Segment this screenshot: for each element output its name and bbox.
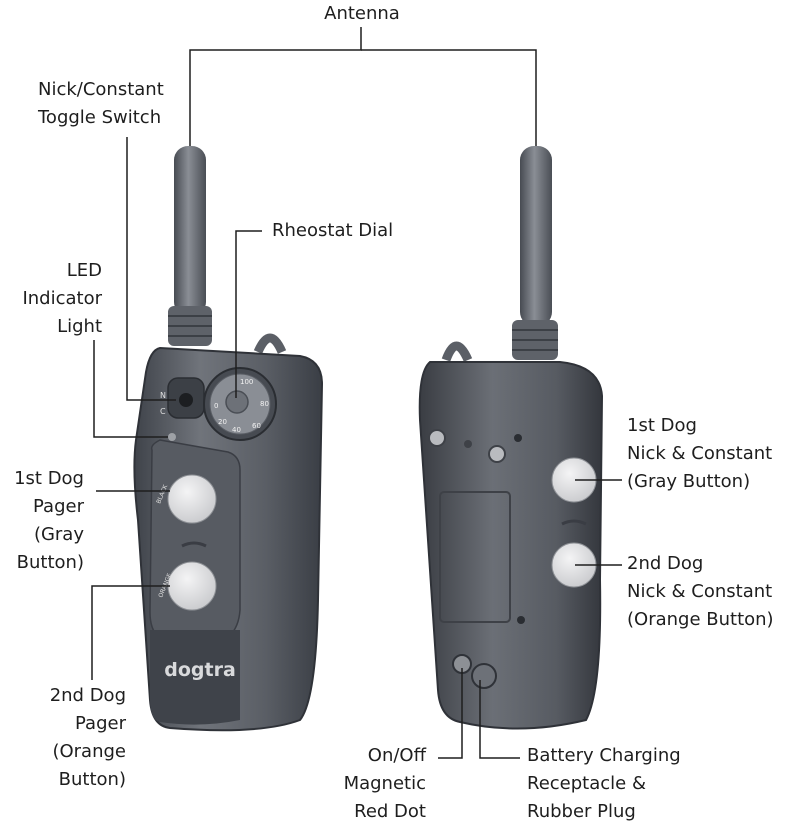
- leader-second-pager: [91, 585, 170, 680]
- screw-right: [488, 445, 506, 463]
- front-grip: [150, 630, 240, 725]
- leader-magnetic: [438, 668, 463, 759]
- leader-dial: [235, 230, 262, 398]
- label-led-light: LED Indicator Light: [22, 260, 102, 337]
- front-antenna: [174, 146, 206, 316]
- back-antenna: [520, 146, 552, 326]
- label-rheostat-dial: Rheostat Dial: [272, 220, 394, 241]
- back-transmitter: [418, 146, 604, 730]
- leader-led: [93, 340, 168, 438]
- leader-charging: [479, 680, 520, 759]
- first-dog-pager-button: [167, 474, 217, 524]
- dial-mark-20: 20: [218, 418, 227, 426]
- label-first-dog-pager: 1st Dog Pager (Gray Button): [14, 468, 84, 573]
- label-on-off-dot: On/Off Magnetic Red Dot: [343, 745, 426, 822]
- switch-mark-c: C: [160, 407, 166, 416]
- screw-left: [428, 429, 446, 447]
- leader-antenna-left: [189, 27, 362, 146]
- charging-plug: [471, 663, 497, 689]
- leader-toggle: [126, 137, 176, 401]
- back-lanyard-loop: [441, 341, 473, 362]
- label-toggle-switch: Nick/Constant Toggle Switch: [38, 79, 164, 128]
- battery-cover: [439, 491, 511, 623]
- label-second-dog-nick: 2nd Dog Nick & Constant (Orange Button): [627, 553, 774, 630]
- label-first-dog-nick: 1st Dog Nick & Constant (Gray Button): [627, 415, 773, 492]
- switch-mark-n: N: [160, 391, 166, 400]
- front-lanyard-loop: [253, 333, 287, 354]
- led-light: [168, 433, 176, 441]
- dial-mark-0: 0: [214, 402, 218, 410]
- dial-mark-40: 40: [232, 426, 241, 434]
- toggle-knob: [179, 393, 193, 407]
- dial-mark-80: 80: [260, 400, 269, 408]
- leader-lines: [91, 27, 622, 759]
- leader-antenna-right: [361, 49, 537, 146]
- dial-mark-60: 60: [252, 422, 261, 430]
- rheostat-dial-hub: [225, 390, 249, 414]
- front-transmitter: dogtra N C 0 20 40 60 80 100 BLACK ORANG…: [133, 146, 324, 732]
- brand-logo: dogtra: [164, 659, 236, 681]
- label-charging: Battery Charging Receptacle & Rubber Plu…: [527, 745, 681, 822]
- label-antenna: Antenna: [324, 3, 400, 24]
- label-second-dog-pager: 2nd Dog Pager (Orange Button): [49, 685, 126, 790]
- dial-mark-100: 100: [240, 378, 253, 386]
- second-dog-pager-button: [167, 561, 217, 611]
